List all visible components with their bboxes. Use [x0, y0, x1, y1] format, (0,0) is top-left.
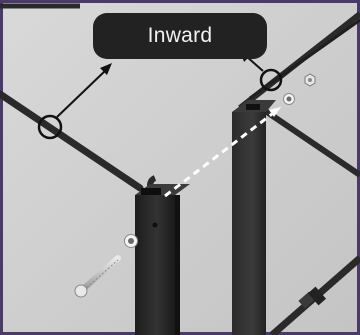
rail-right-edge: [249, 18, 360, 100]
inward-callout: Inward: [93, 13, 267, 59]
post-left-edge: [175, 195, 180, 335]
arrow-icon-head: [100, 63, 112, 75]
post-right-opening: [246, 104, 260, 110]
circle-marker-icon: [259, 68, 283, 92]
post-right: [232, 112, 266, 335]
insertion-path: [164, 112, 273, 198]
nut-hole: [308, 78, 312, 82]
arrow-icon: [56, 69, 107, 118]
post-left: [135, 195, 175, 335]
post-left-opening: [141, 188, 161, 195]
washer-right-hole: [286, 96, 292, 102]
rail-right-lower: [256, 103, 360, 178]
rail-left-diagonal: [0, 90, 144, 192]
circle-marker-icon: [37, 114, 63, 140]
insertion-arrowhead: [269, 107, 281, 117]
rail-clip: [307, 286, 327, 306]
bolt: [74, 255, 121, 298]
washer-left-hole: [128, 238, 134, 244]
callout-label: Inward: [147, 24, 213, 47]
post-left-hole: [152, 222, 158, 228]
